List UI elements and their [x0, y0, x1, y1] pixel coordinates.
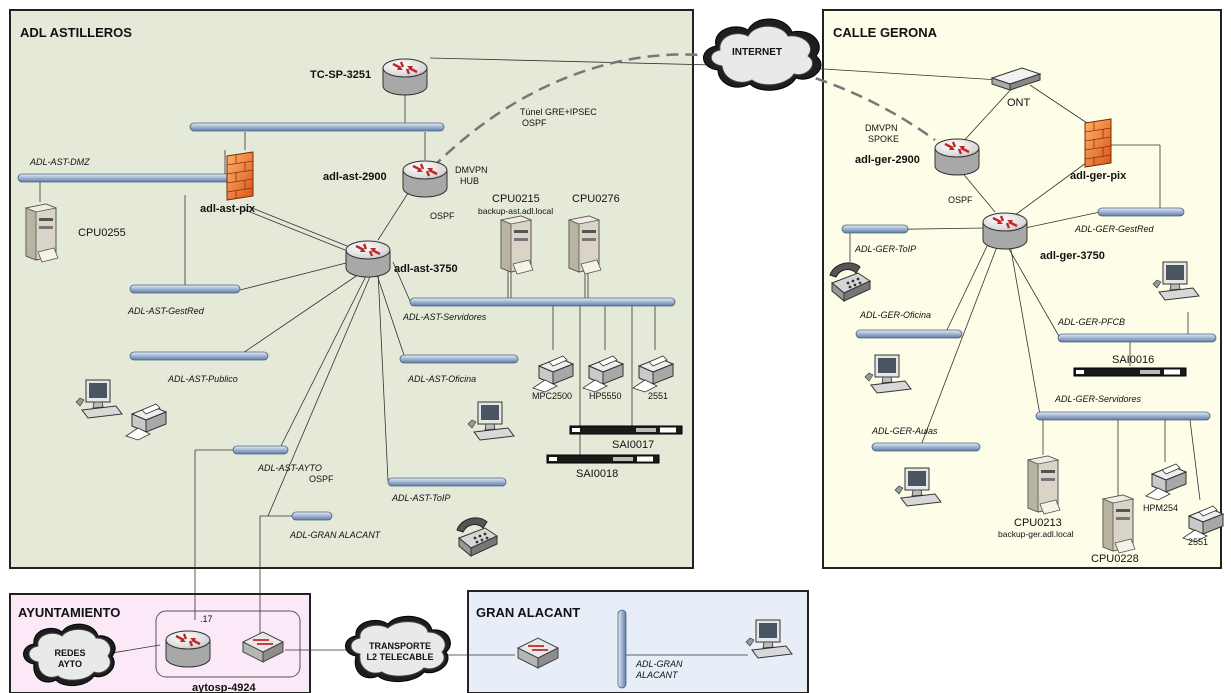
cpu0255-server-icon: [25, 203, 59, 263]
links: [39, 57, 1201, 656]
p2551-ast-label: 2551: [648, 391, 668, 401]
tc-sp-3251-router-icon: [381, 57, 429, 97]
vlan-ger-gestred: ADL-GER-GestRed: [1074, 224, 1155, 234]
vlan-ger-oficina: ADL-GER-Oficina: [859, 310, 931, 320]
sai0018-label: SAI0018: [576, 468, 618, 480]
cpu0215-server-icon: [500, 215, 534, 275]
transporte-cloud: [345, 615, 451, 682]
vlan-ast-toip: ADL-AST-ToIP: [391, 493, 450, 503]
cpu0213-label: CPU0213: [1014, 517, 1062, 529]
adl-ast-2900-label: adl-ast-2900: [323, 171, 387, 183]
cpu0276-server-icon: [568, 215, 602, 275]
transporte-label-2: L2 TELECABLE: [366, 652, 433, 662]
ger-2900-role-2: SPOKE: [868, 134, 899, 144]
vlan-buses: [17, 122, 1217, 689]
port-17-label: .17: [200, 614, 213, 624]
redes-ayto-label-2: AYTO: [58, 659, 82, 669]
sai0017-ups-icon: [569, 425, 683, 435]
vlan-gran-alacant: ADL-GRAN ALACANT: [289, 530, 382, 540]
adl-ger-3750-label: adl-ger-3750: [1040, 250, 1105, 262]
ont-label: ONT: [1007, 97, 1031, 109]
region-title-ayuntamiento: AYUNTAMIENTO: [18, 605, 120, 620]
ger-ospf-label: OSPF: [948, 195, 973, 205]
vlan-ast-ayto: ADL-AST-AYTO: [257, 463, 322, 473]
vlan-ger-pfcb: ADL-GER-PFCB: [1057, 317, 1125, 327]
region-astilleros: [9, 9, 694, 569]
cpu0228-label: CPU0228: [1091, 553, 1139, 565]
region-title-astilleros: ADL ASTILLEROS: [20, 25, 132, 40]
vlan-ga-2: ALACANT: [635, 670, 679, 680]
adl-ger-3750-switch-icon: [981, 211, 1029, 251]
tunnel-label-2: OSPF: [522, 118, 547, 128]
vlan-ast-dmz: ADL-AST-DMZ: [29, 157, 90, 167]
vlan-ast-publico: ADL-AST-Publico: [167, 374, 238, 384]
cpu0215-hostname: backup-ast.adl.local: [478, 206, 553, 216]
ast-2900-role-1: DMVPN: [455, 165, 488, 175]
sai0018-ups-icon: [546, 454, 660, 464]
ger-2900-role-1: DMVPN: [865, 123, 898, 133]
hp5550-label: HP5550: [589, 391, 622, 401]
ont-device-icon: [990, 67, 1042, 91]
region-title-gerona: CALLE GERONA: [833, 25, 938, 40]
vlan-ga-1: ADL-GRAN: [635, 659, 683, 669]
adl-ast-2900-router-icon: [401, 159, 449, 199]
adl-ast-pix-firewall-icon: [226, 151, 254, 201]
region-title-gran-alacant: GRAN ALACANT: [476, 605, 580, 620]
redes-ayto-label-1: REDES: [54, 648, 85, 658]
internet-cloud: [703, 18, 822, 91]
adl-ger-2900-label: adl-ger-2900: [855, 154, 920, 166]
cpu0213-server-icon: [1027, 455, 1061, 515]
adl-ast-pix-label: adl-ast-pix: [200, 203, 256, 215]
cpu0228-server-icon: [1102, 494, 1136, 554]
redes-ayto-cloud: [23, 623, 116, 686]
sai0017-label: SAI0017: [612, 439, 654, 451]
cpu0215-label: CPU0215: [492, 193, 540, 205]
ayto-ospf-label: OSPF: [309, 474, 334, 484]
adl-ger-2900-router-icon: [933, 137, 981, 177]
cpu0255-label: CPU0255: [78, 227, 126, 239]
tunnel-label-1: Túnel GRE+IPSEC: [520, 107, 597, 117]
p2551-ger-label: 2551: [1188, 537, 1208, 547]
adl-ast-3750-switch-icon: [344, 239, 392, 279]
vlan-ger-servidores: ADL-GER-Servidores: [1054, 394, 1142, 404]
vlan-ger-aulas: ADL-GER-Aulas: [871, 426, 938, 436]
aytosp-group-box: [155, 610, 301, 678]
cpu0213-hostname: backup-ger.adl.local: [998, 529, 1074, 539]
adl-ger-pix-firewall-icon: [1084, 118, 1112, 168]
tc-sp-3251-label: TC-SP-3251: [310, 69, 371, 81]
vlan-ast-oficina: ADL-AST-Oficina: [407, 374, 476, 384]
ast-2900-role-2: HUB: [460, 176, 479, 186]
cpu0276-label: CPU0276: [572, 193, 620, 205]
sai0016-label: SAI0016: [1112, 354, 1154, 366]
aytosp-4924-label: aytosp-4924: [192, 682, 256, 693]
hpm254-label: HPM254: [1143, 503, 1178, 513]
internet-label: INTERNET: [732, 47, 782, 58]
adl-ast-3750-label: adl-ast-3750: [394, 263, 458, 275]
adl-ger-pix-label: adl-ger-pix: [1070, 170, 1127, 182]
sai0016-ups-icon: [1073, 367, 1187, 377]
vlan-ast-servidores: ADL-AST-Servidores: [402, 312, 487, 322]
vlan-ast-gestred: ADL-AST-GestRed: [127, 306, 205, 316]
transporte-label-1: TRANSPORTE: [369, 641, 431, 651]
mpc2500-label: MPC2500: [532, 391, 572, 401]
ast-ospf-label: OSPF: [430, 211, 455, 221]
gre-ipsec-tunnel: [431, 53, 936, 169]
vlan-ger-toip: ADL-GER-ToIP: [854, 244, 916, 254]
aytosp-router-icon: [164, 629, 212, 669]
